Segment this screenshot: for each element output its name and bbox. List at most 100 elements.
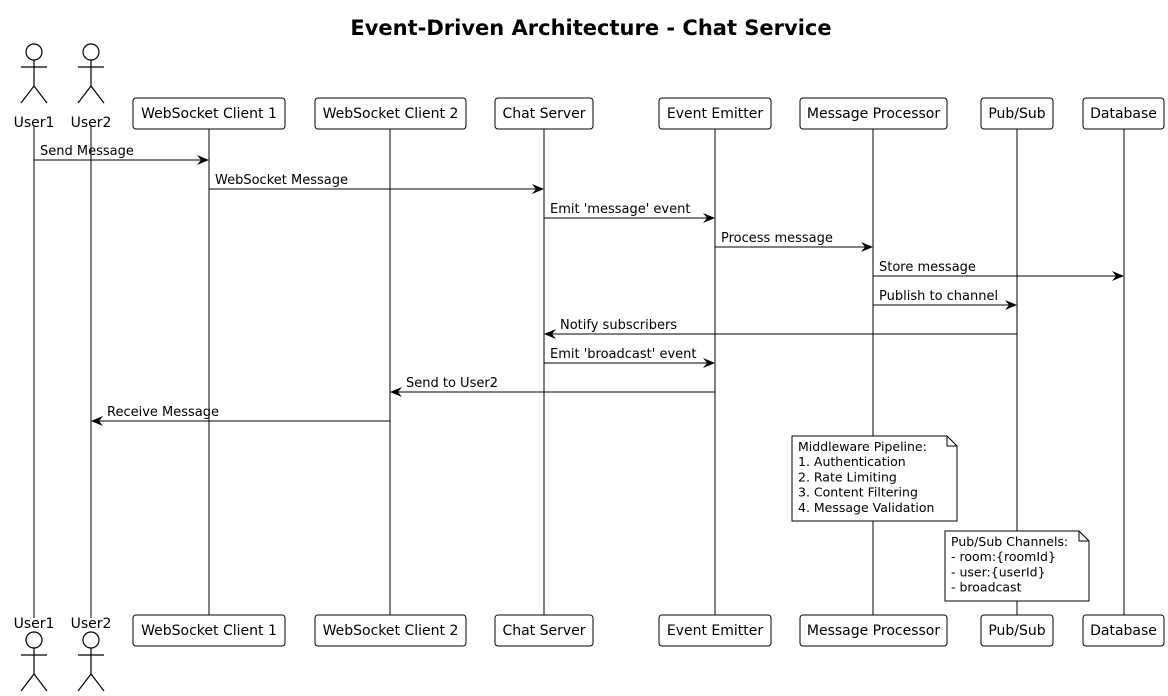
ws1-label: WebSocket Client 1	[141, 623, 277, 639]
message-label: Emit 'message' event	[550, 202, 690, 217]
note-line: 1. Authentication	[798, 454, 906, 469]
message-label: WebSocket Message	[215, 173, 348, 188]
actor-leg-right	[90, 673, 105, 692]
chat-box-bottom: Chat Server	[494, 614, 594, 647]
message-label: Publish to channel	[879, 289, 998, 304]
emitter-box-top: Event Emitter	[658, 97, 772, 130]
user1-bottom-actor: User1	[14, 616, 55, 692]
db-label: Database	[1090, 106, 1157, 122]
db-label: Database	[1090, 623, 1157, 639]
participant-box	[658, 97, 772, 130]
participant-box	[799, 614, 948, 647]
chat-label: Chat Server	[502, 623, 585, 639]
ws2-label: WebSocket Client 2	[323, 106, 459, 122]
note-line: 3. Content Filtering	[798, 485, 918, 500]
db-box-bottom: Database	[1082, 614, 1165, 647]
message-10: Receive Message	[91, 405, 390, 426]
processor-label: Message Processor	[807, 106, 940, 122]
message-label: Receive Message	[107, 405, 219, 420]
note-fold	[946, 436, 957, 447]
message-2: WebSocket Message	[209, 173, 544, 194]
message-label: Process message	[721, 231, 833, 246]
actor-leg-right	[33, 673, 48, 692]
message-8: Emit 'broadcast' event	[544, 347, 715, 368]
note-line: 4. Message Validation	[798, 500, 934, 515]
note-1: Middleware Pipeline:1. Authentication2. …	[791, 435, 958, 522]
participant-box	[494, 614, 594, 647]
message-3: Emit 'message' event	[544, 202, 715, 223]
emitter-box-bottom: Event Emitter	[658, 614, 772, 647]
message-label: Emit 'broadcast' event	[550, 347, 697, 362]
ws1-box-top: WebSocket Client 1	[132, 97, 286, 130]
note-line: - user:{userId}	[951, 564, 1046, 579]
note-fold	[1078, 531, 1089, 542]
ws2-box-bottom: WebSocket Client 2	[314, 614, 467, 647]
note-box	[944, 530, 1090, 602]
actor-head	[25, 631, 43, 649]
message-4: Process message	[715, 231, 873, 252]
participant-box	[494, 97, 594, 130]
participant-box	[1082, 614, 1165, 647]
processor-box-top: Message Processor	[799, 97, 948, 130]
participant-box	[799, 97, 948, 130]
message-7: Notify subscribers	[544, 318, 1017, 339]
actor-leg-left	[20, 85, 35, 104]
note-2: Pub/Sub Channels:- room:{roomId}- user:{…	[944, 530, 1090, 602]
actor-leg-right	[90, 85, 105, 104]
ws2-box-top: WebSocket Client 2	[314, 97, 467, 130]
participant-box	[658, 614, 772, 647]
notes: Middleware Pipeline:1. Authentication2. …	[791, 435, 1090, 602]
participant-box	[980, 614, 1054, 647]
actor-leg-right	[33, 85, 48, 104]
note-line: - broadcast	[951, 580, 1022, 595]
actor-head	[82, 43, 100, 61]
message-label: Notify subscribers	[560, 318, 677, 333]
participant-box	[1082, 97, 1165, 130]
user1-actor: User1	[14, 43, 55, 131]
emitter-label: Event Emitter	[667, 623, 764, 639]
message-label: Send to User2	[406, 376, 498, 391]
message-6: Publish to channel	[873, 289, 1017, 310]
participant-box	[980, 97, 1054, 130]
user2-bottom-actor: User2	[71, 616, 112, 692]
message-label: Send Message	[40, 144, 134, 159]
pubsub-label: Pub/Sub	[988, 623, 1045, 639]
note-line: 2. Rate Limiting	[798, 469, 897, 484]
chat-box-top: Chat Server	[494, 97, 594, 130]
user2-bottom-label: User2	[71, 616, 112, 632]
message-5: Store message	[873, 260, 1124, 281]
diagram-title: Event-Driven Architecture - Chat Service	[350, 16, 831, 40]
message-label: Store message	[879, 260, 976, 275]
participant-box	[314, 614, 467, 647]
user1-bottom-label: User1	[14, 616, 55, 632]
processor-box-bottom: Message Processor	[799, 614, 948, 647]
lifelines	[33, 126, 1125, 618]
note-line: Middleware Pipeline:	[798, 439, 927, 454]
user1-label: User1	[14, 115, 55, 131]
note-line: Pub/Sub Channels:	[951, 534, 1068, 549]
pubsub-box-bottom: Pub/Sub	[980, 614, 1054, 647]
user2-label: User2	[71, 115, 112, 131]
user2-actor: User2	[71, 43, 112, 131]
message-1: Send Message	[34, 144, 209, 165]
emitter-label: Event Emitter	[667, 106, 764, 122]
participant-box	[132, 97, 286, 130]
db-box-top: Database	[1082, 97, 1165, 130]
participant-box	[314, 97, 467, 130]
ws2-label: WebSocket Client 2	[323, 623, 459, 639]
actor-head	[25, 43, 43, 61]
ws1-label: WebSocket Client 1	[141, 106, 277, 122]
message-9: Send to User2	[390, 376, 715, 397]
actor-leg-left	[77, 673, 92, 692]
actor-head	[82, 631, 100, 649]
note-box	[791, 435, 958, 522]
participant-box	[132, 614, 286, 647]
actor-leg-left	[20, 673, 35, 692]
pubsub-box-top: Pub/Sub	[980, 97, 1054, 130]
chat-label: Chat Server	[502, 106, 585, 122]
note-line: - room:{roomId}	[951, 549, 1056, 564]
actor-leg-left	[77, 85, 92, 104]
